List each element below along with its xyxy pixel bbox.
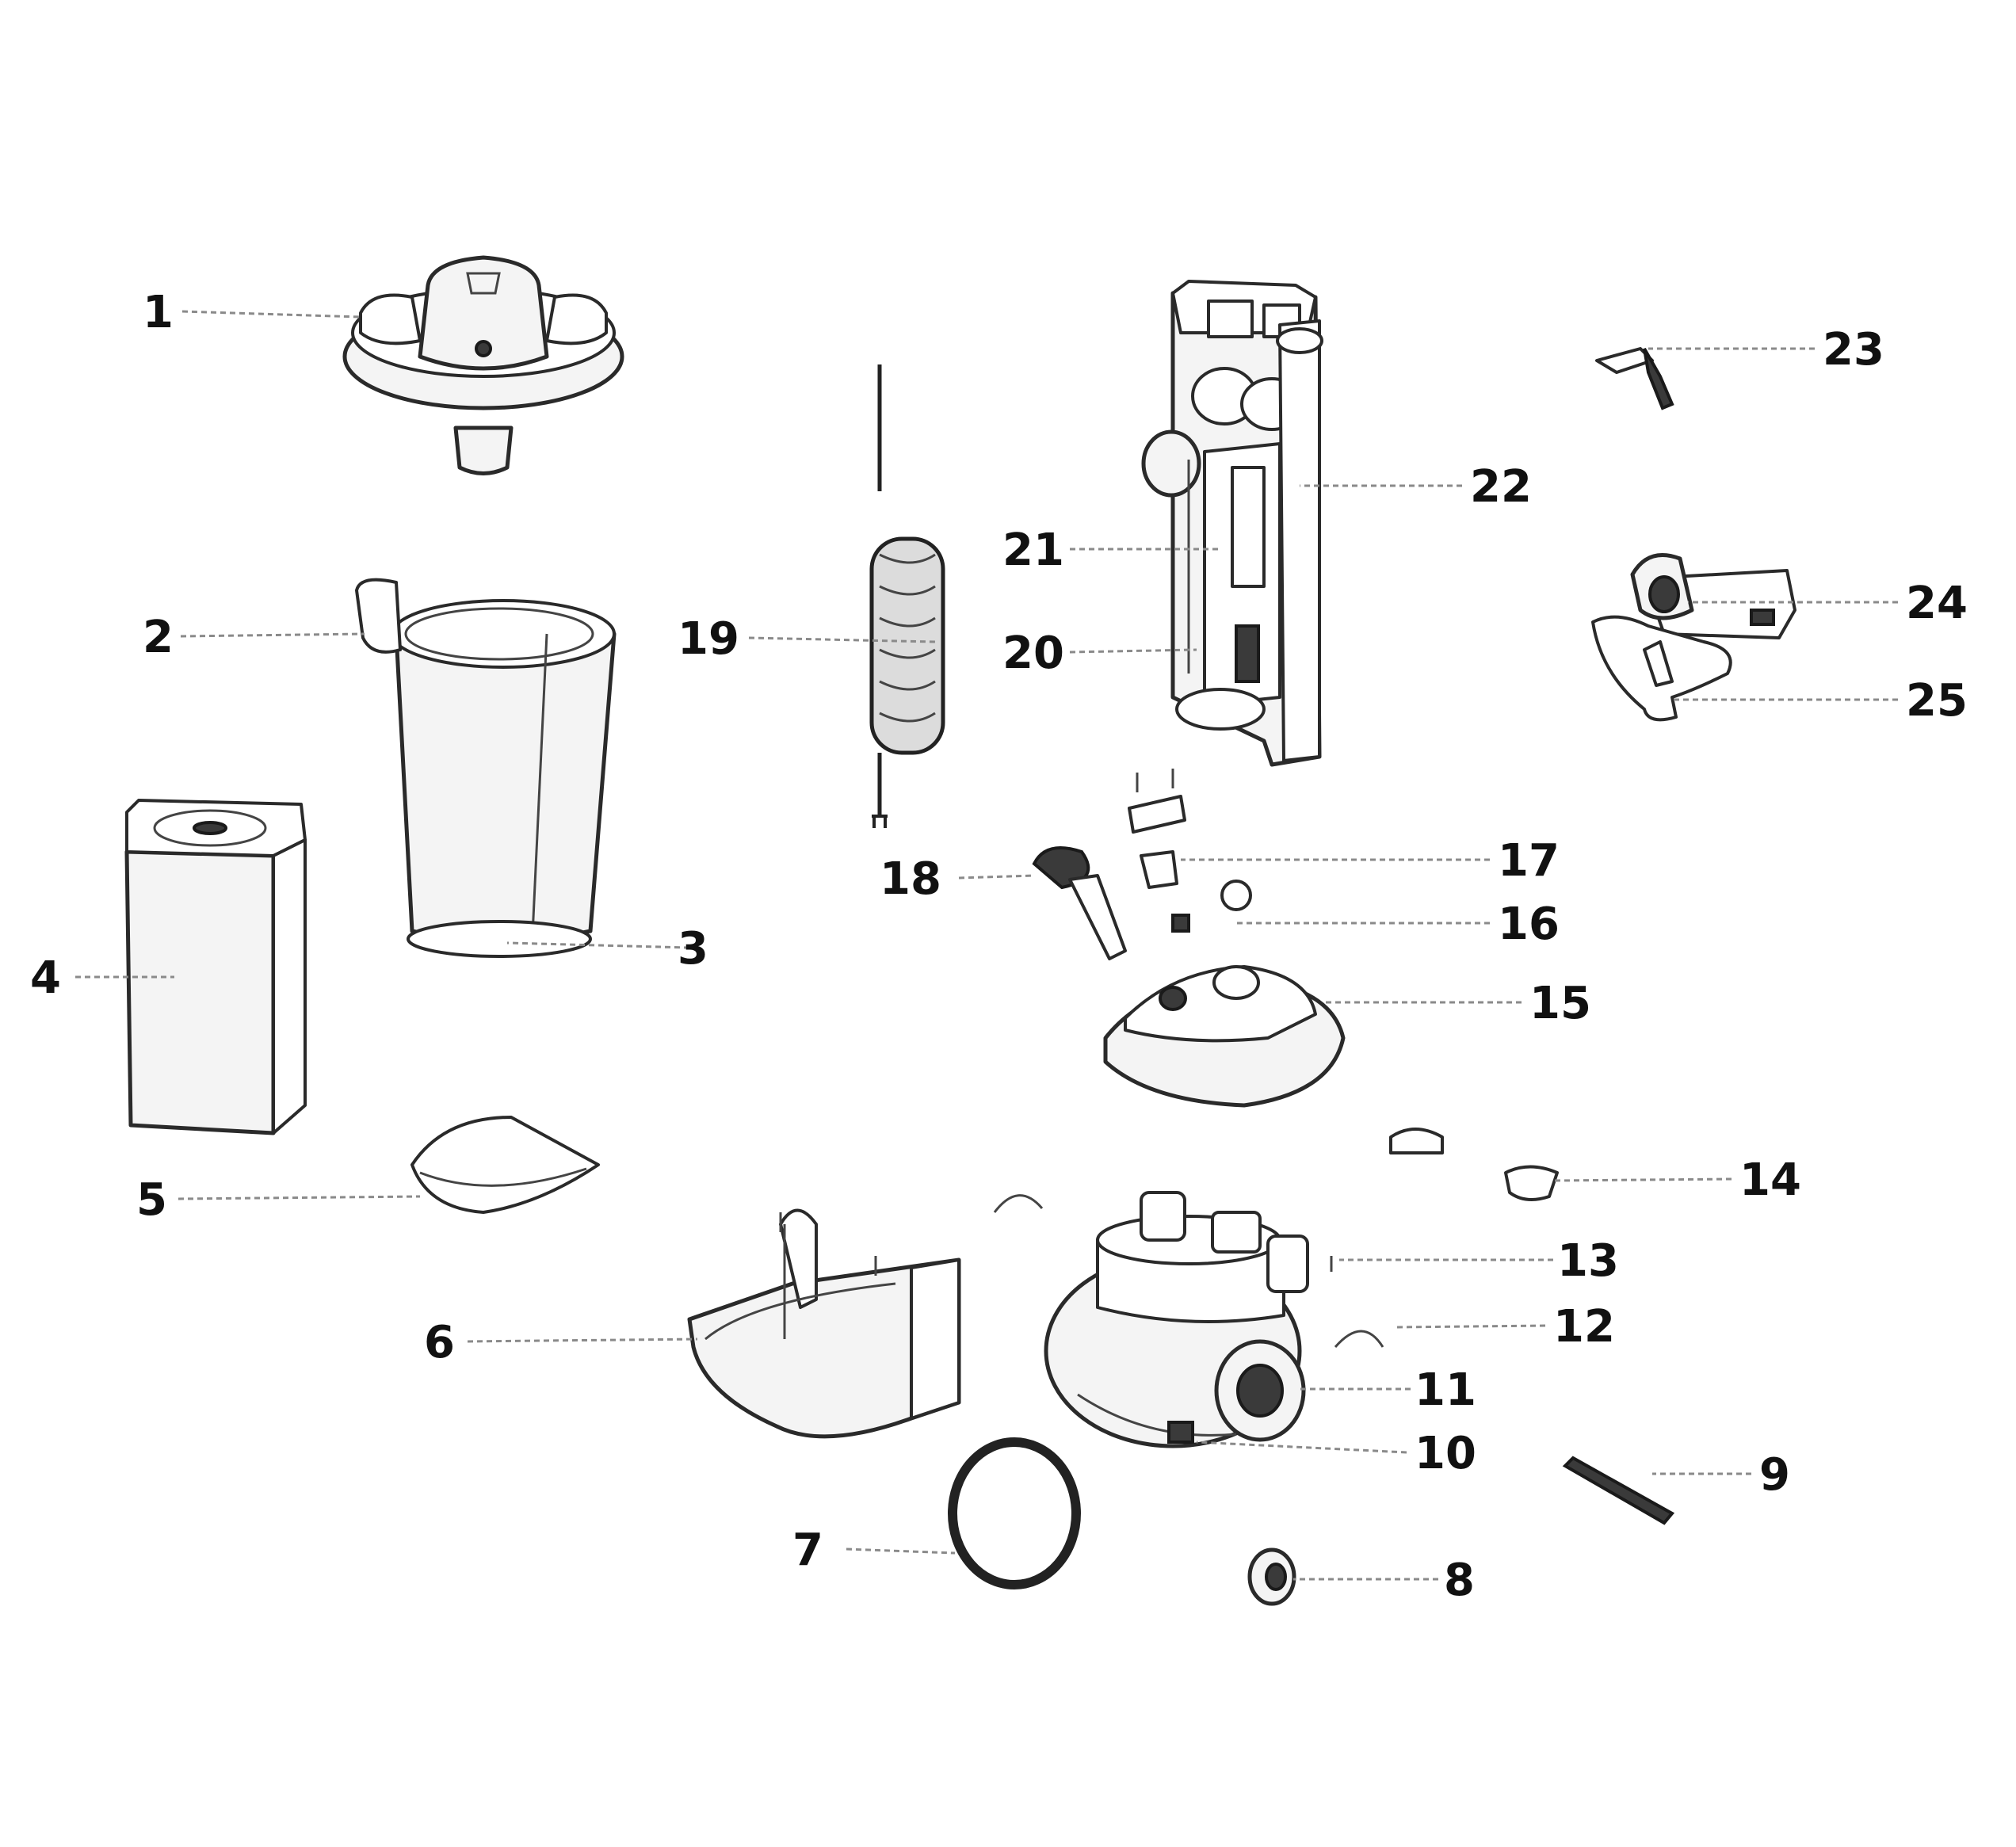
callout-2: 2 <box>143 612 174 663</box>
part-5-pre-filter <box>410 1116 600 1214</box>
part-20-21-22-spine-housing <box>1141 280 1323 767</box>
callout-20: 20 <box>1002 628 1064 679</box>
leader-14 <box>1552 1177 1732 1182</box>
callout-4: 4 <box>30 952 61 1004</box>
part-8-knob <box>1247 1547 1296 1606</box>
leader-7 <box>846 1547 956 1555</box>
callout-3: 3 <box>678 923 708 975</box>
callout-16: 16 <box>1498 899 1560 950</box>
callout-7: 7 <box>792 1525 823 1576</box>
callout-24: 24 <box>1906 578 1968 629</box>
callout-6: 6 <box>424 1317 455 1368</box>
part-7-belt <box>948 1437 1081 1589</box>
leader-10 <box>1196 1441 1407 1454</box>
leader-19 <box>748 636 936 643</box>
callout-23: 23 <box>1823 324 1884 376</box>
leader-5 <box>178 1195 421 1200</box>
part-19-power-cord <box>869 364 945 828</box>
part-24-25-handle-assembly <box>1591 553 1796 722</box>
part-23-hook <box>1595 347 1674 410</box>
part-15-16-hose-plate <box>1103 880 1346 1108</box>
part-10-11-13-motor-assembly <box>1044 1191 1333 1448</box>
callout-5: 5 <box>136 1174 167 1226</box>
callout-19: 19 <box>678 613 739 665</box>
part-6-rear-shell <box>687 1208 961 1439</box>
callout-21: 21 <box>1002 525 1064 576</box>
part-14-clip <box>1504 1165 1559 1201</box>
leader-6 <box>467 1338 698 1343</box>
callout-1: 1 <box>143 287 174 338</box>
part-18-latch-lever <box>1032 846 1127 960</box>
small-hook-parts <box>993 1128 1444 1213</box>
part-1-cyclone-top <box>342 255 624 475</box>
callout-12: 12 <box>1553 1301 1615 1353</box>
part-4-filter-box <box>124 799 307 1135</box>
leader-20 <box>1069 648 1197 654</box>
part-17-connector <box>1128 769 1186 889</box>
callout-25: 25 <box>1906 675 1968 727</box>
callout-22: 22 <box>1470 461 1532 513</box>
callout-14: 14 <box>1739 1154 1801 1206</box>
leader-12 <box>1394 1324 1546 1329</box>
part-2-3-clear-bin <box>355 578 617 958</box>
leader-lines <box>75 310 1898 1581</box>
callout-13: 13 <box>1557 1235 1619 1287</box>
callout-15: 15 <box>1529 978 1591 1029</box>
callout-11: 11 <box>1415 1364 1476 1416</box>
part-9-rod <box>1562 1456 1675 1525</box>
part-12-clip <box>1334 1330 1384 1348</box>
callout-9: 9 <box>1759 1449 1790 1501</box>
callout-8: 8 <box>1444 1555 1475 1606</box>
leader-2 <box>180 632 365 638</box>
callout-17: 17 <box>1498 835 1560 887</box>
callout-10: 10 <box>1415 1428 1476 1479</box>
leader-18 <box>958 874 1035 880</box>
leader-1 <box>181 310 361 319</box>
leader-3 <box>506 941 690 949</box>
callout-18: 18 <box>880 853 941 905</box>
callout-labels: 1 2 3 4 5 6 7 8 9 10 11 12 13 14 15 16 1… <box>30 287 1968 1606</box>
